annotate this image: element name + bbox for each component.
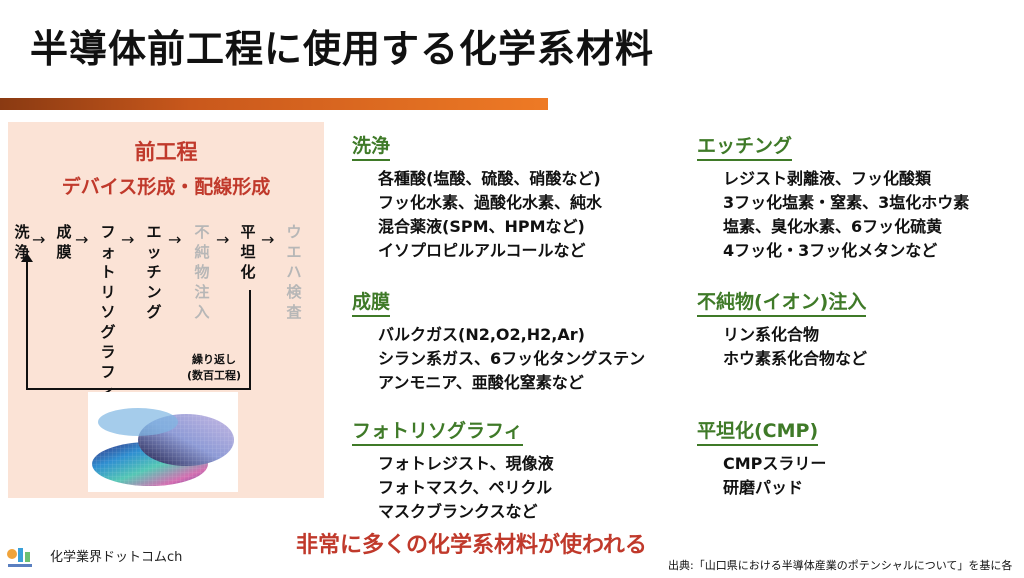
step-photolithography: フォトリソグラフィ [100, 223, 116, 401]
channel-name: 化学業界ドットコムch [50, 550, 183, 565]
list-item: バルクガス(N2,O2,H2,Ar) [378, 325, 585, 344]
step-inspection: ウエハ検査 [286, 223, 302, 321]
wafer-image [88, 392, 238, 492]
list-item: 各種酸(塩酸、硫酸、硝酸など) [378, 169, 601, 188]
list-item: 3フッ化塩素・窒素、3塩化ホウ素 [723, 193, 970, 212]
channel-logo [2, 540, 38, 574]
list-item: マスクブランクスなど [378, 502, 538, 521]
section-cleaning: 洗浄 各種酸(塩酸、硫酸、硝酸など) フッ化水素、過酸化水素、純水 混合薬液(S… [352, 131, 602, 263]
repeat-note: 繰り返し (数百工程) [174, 352, 254, 384]
loop-line [26, 260, 28, 390]
step-impurity: 不純物注入 [194, 223, 210, 321]
section-heading: 平坦化(CMP) [697, 416, 819, 446]
section-impurity: 不純物(イオン)注入 リン系化合物 ホウ素系化合物など [697, 287, 867, 371]
section-heading: エッチング [697, 131, 793, 161]
list-item: CMPスラリー [723, 454, 827, 473]
loop-line [26, 388, 251, 390]
section-heading: フォトリソグラフィ [352, 416, 523, 446]
list-item: イソプロピルアルコールなど [378, 241, 586, 260]
source-note: 出典:「山口県における半導体産業のポテンシャルについて」を基に各 [668, 559, 1013, 572]
section-heading: 成膜 [352, 287, 391, 317]
flow-heading: 前工程 [134, 140, 198, 164]
repeat-line-1: 繰り返し [192, 353, 236, 366]
list-item: 塩素、臭化水素、6フッ化硫黄 [723, 217, 943, 236]
arrow-icon: → [216, 230, 230, 249]
list-item: フッ化水素、過酸化水素、純水 [378, 193, 603, 212]
loop-arrowhead-icon [21, 253, 33, 262]
list-item: ホウ素系化合物など [723, 349, 868, 368]
step-cmp: 平坦化 [240, 223, 256, 281]
step-etching: エッチング [146, 223, 162, 321]
arrow-icon: → [121, 230, 135, 249]
flow-subheading: デバイス形成・配線形成 [61, 176, 271, 198]
list-item: フォトレジスト、現像液 [378, 454, 554, 473]
callout-text: 非常に多くの化学系材料が使われる [296, 533, 647, 558]
arrow-icon: → [32, 230, 46, 249]
arrow-icon: → [261, 230, 275, 249]
section-cmp: 平坦化(CMP) CMPスラリー 研磨パッド [697, 416, 826, 500]
step-film: 成膜 [56, 223, 72, 261]
list-item: フォトマスク、ペリクル [378, 478, 553, 497]
arrow-icon: → [75, 230, 89, 249]
list-item: リン系化合物 [723, 325, 820, 344]
arrow-icon: → [168, 230, 182, 249]
section-heading: 洗浄 [352, 131, 391, 161]
page-title: 半導体前工程に使用する化学系材料 [30, 27, 655, 71]
loop-line [249, 290, 251, 390]
list-item: シラン系ガス、6フッ化タングステン [378, 349, 646, 368]
list-item: レジスト剥離液、フッ化酸類 [723, 169, 932, 188]
list-item: 研磨パッド [723, 478, 804, 497]
section-film: 成膜 バルクガス(N2,O2,H2,Ar) シラン系ガス、6フッ化タングステン … [352, 287, 645, 395]
section-photolithography: フォトリソグラフィ フォトレジスト、現像液 フォトマスク、ペリクル マスクブラン… [352, 416, 554, 524]
section-etching: エッチング レジスト剥離液、フッ化酸類 3フッ化塩素・窒素、3塩化ホウ素 塩素、… [697, 131, 969, 263]
repeat-line-2: (数百工程) [186, 369, 242, 382]
list-item: 混合薬液(SPM、HPMなど) [378, 217, 585, 236]
section-heading: 不純物(イオン)注入 [697, 287, 867, 317]
list-item: 4フッ化・3フッ化メタンなど [723, 241, 938, 260]
title-underline-bar [0, 98, 548, 110]
list-item: アンモニア、亜酸化窒素など [378, 373, 584, 392]
